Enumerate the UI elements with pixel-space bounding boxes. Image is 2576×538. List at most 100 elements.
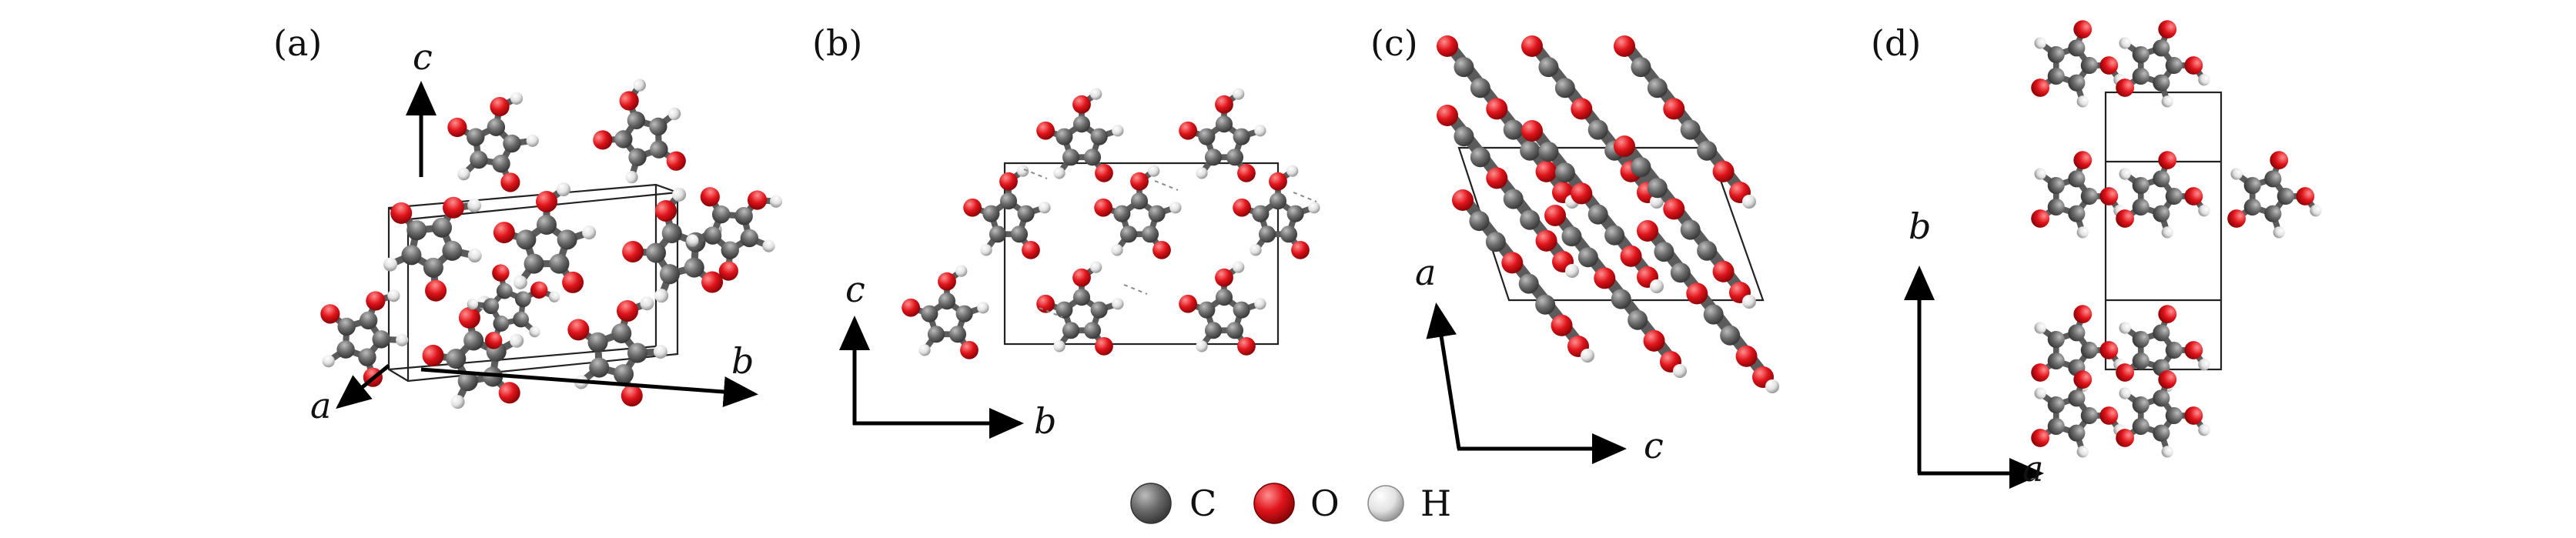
oxygen-atom [2296, 187, 2315, 206]
carbon-atom [1703, 304, 1724, 325]
molecule [493, 182, 597, 293]
hydrogen-atom [467, 249, 482, 263]
axis-b-arrow-a [420, 367, 758, 407]
carbon-atom [1269, 192, 1287, 210]
oxygen-atom [1486, 167, 1508, 189]
carbon-atom [1141, 226, 1159, 243]
hydrogen-atom [1673, 364, 1687, 378]
hydrogen-atom [2198, 359, 2210, 371]
oxygen-atom [1712, 260, 1735, 282]
carbon-atom [496, 282, 513, 299]
oxygen-atom [902, 298, 921, 317]
oxygen-atom [1036, 121, 1055, 140]
oxygen-atom [1521, 35, 1543, 57]
molecule [902, 265, 989, 359]
oxygen-atom [530, 281, 548, 299]
oxygen-atom [1643, 329, 1665, 352]
hydrogen-atom [457, 168, 470, 181]
hydrogen-atom [668, 107, 681, 120]
carbon-atom [1587, 204, 1608, 225]
carbon-atom [337, 317, 356, 336]
carbon-atom [1680, 219, 1701, 240]
carbon-atom [1604, 225, 1625, 246]
carbon-atom [2047, 352, 2065, 370]
oxygen-atom [1130, 172, 1149, 191]
oxygen-atom [2099, 56, 2119, 75]
carbon-atom [483, 366, 503, 387]
carbon-atom [1470, 78, 1490, 99]
carbon-atom [659, 264, 680, 285]
oxygen-atom [1095, 336, 1113, 356]
carbon-atom [611, 322, 632, 343]
oxygen-atom [1544, 205, 1566, 226]
axis-label-a-a: a [310, 385, 331, 426]
hydrogen-atom [1742, 295, 1756, 309]
oxygen-atom [619, 91, 639, 111]
carbon-atom [1469, 211, 1490, 232]
carbon-atom [2080, 341, 2098, 359]
carbon-atom [1010, 226, 1029, 243]
hydrogen-atom [980, 244, 992, 256]
oxygen-atom [1269, 172, 1287, 191]
axis-a-arrow-a [336, 364, 390, 409]
carbon-atom [463, 330, 484, 351]
oxygen-atom [1233, 198, 1252, 217]
hydrogen-atom-icon [1367, 485, 1404, 522]
oxygen-atom [2184, 406, 2203, 425]
hydrogen-atom [1308, 202, 1320, 214]
molecule [383, 196, 482, 302]
hydrogen-atom [322, 355, 335, 368]
carbon-atom [1697, 140, 1718, 161]
molecule [1233, 165, 1320, 259]
carbon-atom [1538, 57, 1559, 78]
molecule [567, 296, 667, 407]
oxygen-atom [492, 264, 510, 282]
hydrogen-atom [1650, 195, 1664, 209]
oxygen-atom [484, 332, 503, 349]
unit-cell-b [1003, 162, 1280, 346]
carbon-atom [1233, 128, 1250, 145]
carbon-atom-icon [1130, 483, 1172, 524]
carbon-atom [1503, 119, 1524, 140]
carbon-atom [2132, 45, 2149, 64]
carbon-atom [2080, 56, 2098, 75]
carbon-atom [2165, 56, 2183, 75]
carbon-atom [2243, 198, 2261, 216]
hydrogen-atom [633, 79, 646, 92]
carbon-atom [2153, 74, 2170, 92]
carbon-atom [938, 292, 956, 310]
carbon-atom [2132, 352, 2149, 370]
oxygen-atom [701, 271, 724, 293]
legend-label-hydrogen: H [1420, 483, 1451, 524]
hydrogen-atom [2034, 37, 2046, 49]
oxygen-atom [320, 304, 340, 324]
oxygen-atom [1735, 345, 1758, 367]
oxygen-atom [1153, 240, 1171, 259]
carbon-atom [650, 140, 668, 159]
carbon-atom [1680, 119, 1701, 140]
oxygen-atom [2031, 79, 2050, 97]
carbon-atom [1252, 205, 1270, 222]
carbon-atom [2047, 330, 2065, 349]
carbon-atom [711, 205, 731, 224]
carbon-atom [2047, 45, 2065, 64]
carbon-atom [516, 229, 537, 250]
hydrogen-atom [1196, 167, 1208, 179]
carbon-atom [2047, 176, 2065, 195]
hydrogen-atom [1233, 261, 1245, 273]
oxygen-atom [1094, 198, 1113, 217]
hydrogen-atom [1090, 88, 1102, 100]
oxygen-atom [1614, 135, 1635, 157]
carbon-atom [493, 316, 510, 332]
carbon-atom [1631, 157, 1651, 178]
hydrogen-atom [1112, 125, 1124, 137]
molecule-cluster-d [2031, 20, 2322, 458]
oxygen-atom [1437, 35, 1458, 57]
carbon-atom [467, 128, 485, 146]
carbon-atom [2068, 324, 2086, 342]
hydrogen-atom [1254, 125, 1266, 137]
hydrogen-atom [450, 395, 465, 409]
carbon-atom [1072, 115, 1091, 133]
oxygen-atom [1663, 98, 1685, 120]
carbon-atom [614, 364, 634, 385]
